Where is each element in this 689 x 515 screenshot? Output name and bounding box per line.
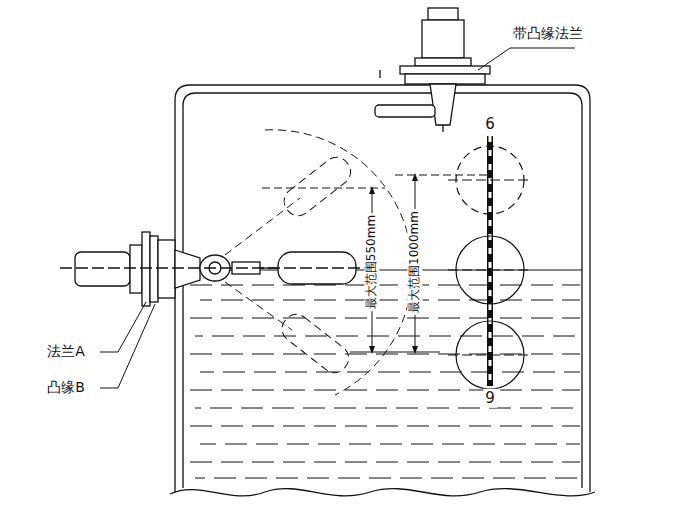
callout-number: 9 bbox=[483, 389, 497, 408]
callout-number: 6 bbox=[483, 115, 497, 134]
floats bbox=[448, 146, 532, 389]
leader-lines bbox=[100, 48, 575, 388]
dimension-label: 最大范围1000mm bbox=[407, 209, 422, 315]
liquid bbox=[183, 270, 582, 478]
side-switch bbox=[60, 232, 372, 306]
top-switch bbox=[375, 8, 490, 132]
dimension-lines bbox=[262, 175, 492, 352]
swing-range bbox=[225, 130, 412, 395]
float-rod bbox=[490, 136, 491, 386]
part-label: 法兰A bbox=[47, 344, 85, 359]
dimension-label: 最大范围550mm bbox=[364, 213, 379, 311]
part-label: 带凸缘法兰 bbox=[513, 26, 583, 41]
tank-wall bbox=[170, 85, 595, 496]
part-label: 凸缘B bbox=[47, 380, 85, 395]
